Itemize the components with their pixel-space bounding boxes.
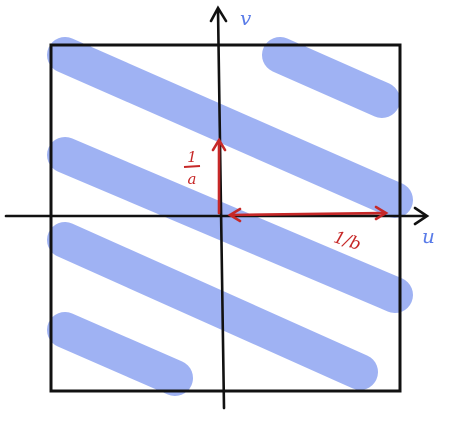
horizontal-vector-arrowhead <box>374 205 389 221</box>
v-axis-arrowhead <box>209 5 228 23</box>
stripe-band <box>47 137 413 313</box>
stripe-bands <box>47 37 413 396</box>
vertical-vector-label: 1 a <box>183 148 201 188</box>
stripe-band <box>47 37 413 218</box>
horizontal-vector-start-arrowhead <box>227 207 242 223</box>
vertical-vector-label-denominator: a <box>188 170 197 188</box>
stripe-band <box>47 222 378 390</box>
u-axis <box>4 206 430 226</box>
vertical-vector-arrowhead <box>211 137 227 152</box>
vertical-vector-label-numerator: 1 <box>187 148 197 166</box>
u-axis-arrowhead <box>413 206 430 226</box>
stripe-band <box>47 312 193 396</box>
horizontal-vector <box>227 205 389 223</box>
stripe-band <box>262 37 400 118</box>
u-axis-label: u <box>422 224 435 248</box>
vertical-vector <box>211 137 227 215</box>
vertical-vector-label-fraction-bar <box>183 165 201 168</box>
v-axis <box>209 5 228 410</box>
v-axis-label: v <box>240 6 252 30</box>
bounding-square <box>49 43 402 393</box>
